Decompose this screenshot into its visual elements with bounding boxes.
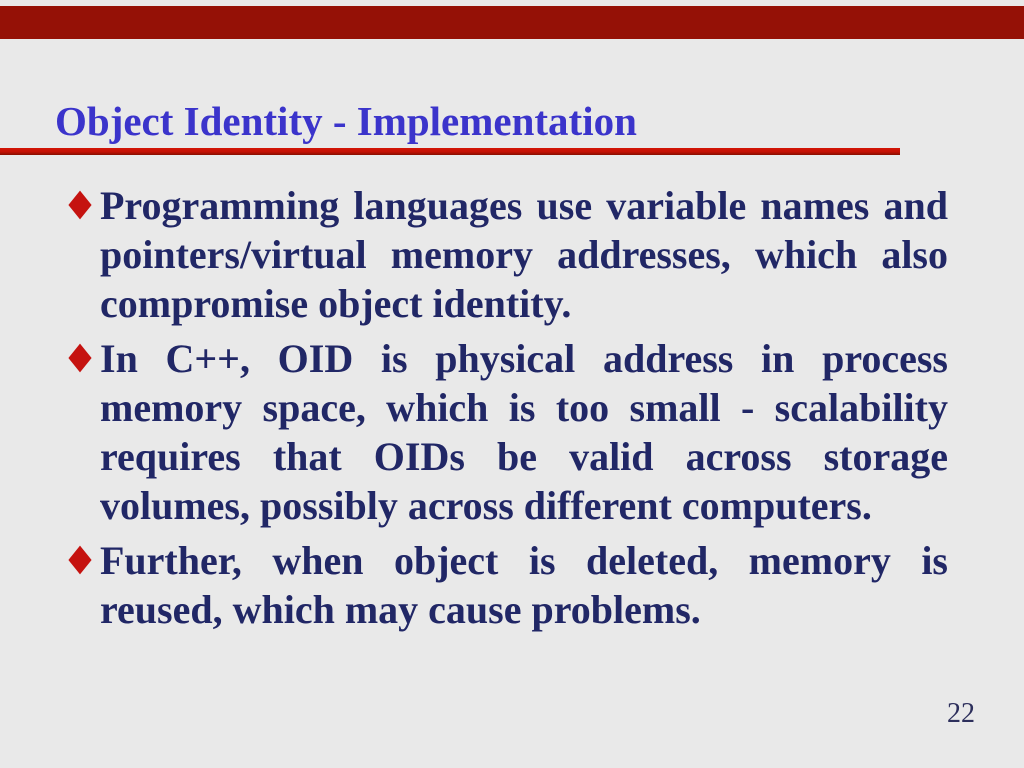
top-accent-bar — [0, 6, 1024, 39]
title-underline-rule — [0, 148, 900, 155]
bullet-text-line: Further, when object is deleted, memory … — [100, 538, 948, 583]
bullet-text-line: In C++, OID is physical address in proce… — [100, 336, 948, 381]
diamond-bullet-icon — [68, 190, 92, 220]
bullet-item: Further, when object is deleted, memory … — [0, 536, 948, 634]
bullet-text: In C++, OID is physical address in proce… — [100, 334, 948, 530]
bullet-text-line: memory space, which is too small - scala… — [100, 385, 948, 430]
bullet-text-line: volumes, possibly across different compu… — [100, 483, 872, 528]
bullet-text-line: pointers/virtual memory addresses, which… — [100, 232, 948, 277]
diamond-bullet-icon — [68, 545, 92, 575]
page-number: 22 — [947, 698, 975, 729]
bullet-text: Further, when object is deleted, memory … — [100, 536, 948, 634]
bullet-text-line: compromise object identity. — [100, 281, 572, 326]
bullet-text: Programming languages use variable names… — [100, 181, 948, 328]
bullet-text-line: Programming languages use variable names… — [100, 183, 948, 228]
bullet-list: Programming languages use variable names… — [0, 181, 948, 640]
slide-title: Object Identity - Implementation — [55, 98, 637, 144]
bullet-item: Programming languages use variable names… — [0, 181, 948, 328]
bullet-text-line: reused, which may cause problems. — [100, 587, 701, 632]
bullet-text-line: requires that OIDs be valid across stora… — [100, 434, 948, 479]
bullet-item: In C++, OID is physical address in proce… — [0, 334, 948, 530]
diamond-bullet-icon — [68, 343, 92, 373]
